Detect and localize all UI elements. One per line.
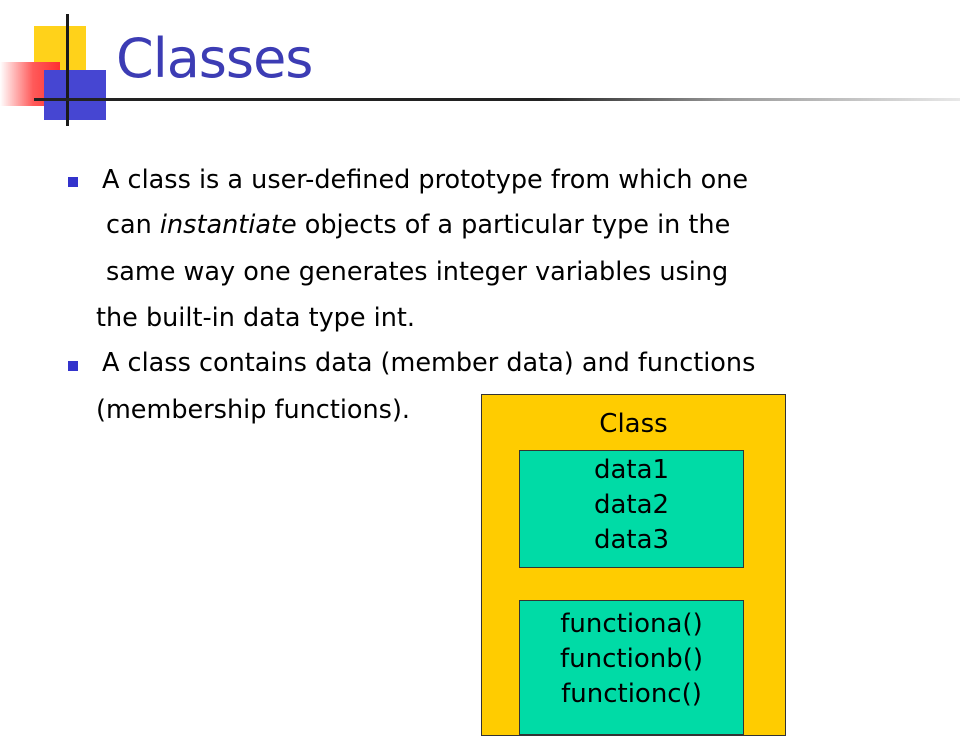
data-item: data3: [593, 525, 670, 555]
function-item: functionc(): [561, 679, 702, 709]
data-members-box: data1 data2 data3: [519, 450, 744, 568]
class-label: Class: [599, 409, 668, 439]
bullet-1-line-3: same way one generates integer variables…: [106, 257, 729, 287]
function-item: functiona(): [560, 609, 703, 639]
bullet-1-line-2: can instantiate objects of a particular …: [106, 210, 731, 240]
bullet-1-line-4: the built-in data type int.: [96, 303, 415, 333]
function-item: functionb(): [560, 644, 703, 674]
bullet-square-icon: [68, 177, 78, 187]
bullet-2-line-1: A class contains data (member data) and …: [102, 348, 756, 378]
title-underline: [34, 98, 960, 101]
data-item: data2: [593, 490, 670, 520]
data-item: data1: [593, 455, 670, 485]
bullet-square-icon: [68, 361, 78, 371]
decor-blue-square: [44, 70, 106, 120]
slide-title: Classes: [116, 27, 313, 90]
decor-vertical-line: [66, 14, 69, 126]
member-functions-box: functiona() functionb() functionc(): [519, 600, 744, 735]
class-diagram-box: Class data1 data2 data3 functiona() func…: [481, 394, 786, 736]
bullet-1-line-1: A class is a user-defined prototype from…: [102, 165, 749, 195]
bullet-2-line-2: (membership functions).: [96, 395, 411, 425]
